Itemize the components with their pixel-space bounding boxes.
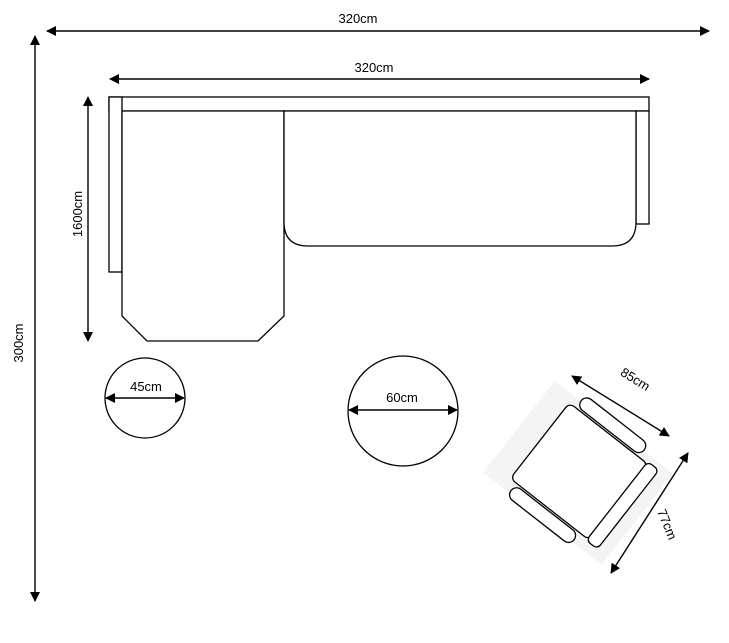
sofa-main-seat xyxy=(283,110,637,247)
sofa-chaise-seat xyxy=(121,110,285,342)
side-table-small: 45cm xyxy=(104,357,186,439)
side-table-large: 60cm xyxy=(347,355,459,467)
sofa-left-armrest xyxy=(108,96,123,273)
sofa-width-dimension: 320cm xyxy=(109,60,650,84)
sofa-depth-dimension: 1600cm xyxy=(70,96,93,342)
sofa-width-label: 320cm xyxy=(354,60,393,75)
sofa-backrest xyxy=(108,96,650,112)
room-width-dimension: 320cm xyxy=(46,11,710,36)
room-width-label: 320cm xyxy=(338,11,377,26)
sofa-right-armrest xyxy=(635,110,650,225)
armchair-width-label: 85cm xyxy=(618,364,653,394)
room-height-label: 300cm xyxy=(11,323,26,362)
armchair-depth-label: 77cm xyxy=(654,507,680,542)
armchair-right-arm xyxy=(508,487,577,544)
small-table-diameter-label: 45cm xyxy=(130,379,162,394)
large-table-diameter-label: 60cm xyxy=(386,390,418,405)
corner-sofa xyxy=(108,96,650,342)
sofa-depth-label: 1600cm xyxy=(70,191,85,237)
armchair xyxy=(483,381,673,565)
room-height-dimension: 300cm xyxy=(11,35,40,602)
